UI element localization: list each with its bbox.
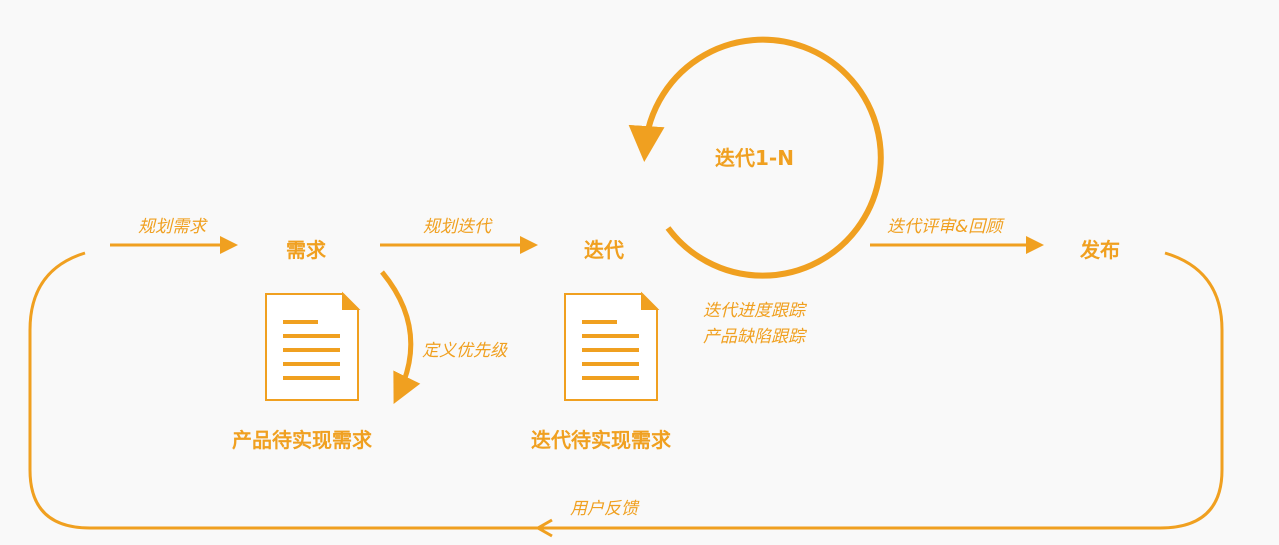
label-plan-iteration: 规划迭代: [423, 217, 491, 237]
label-feedback: 用户反馈: [570, 499, 638, 519]
feedback-loop-left: [28, 251, 548, 530]
feedback-arrowhead: [534, 518, 553, 538]
label-progress-tracking: 迭代进度跟踪: [703, 301, 805, 321]
node-release: 发布: [1080, 238, 1120, 262]
label-product-backlog: 产品待实现需求: [232, 428, 372, 452]
node-iteration: 迭代: [584, 238, 624, 262]
document-icon-product: [265, 291, 361, 401]
feedback-loop-right: [548, 251, 1224, 530]
arrow-prioritize: [380, 270, 421, 404]
node-iteration-loop: 迭代1-N: [715, 146, 794, 170]
document-icon-iteration: [564, 291, 660, 401]
label-review: 迭代评审&回顾: [887, 217, 1003, 237]
label-defect-tracking: 产品缺陷跟踪: [703, 327, 805, 347]
label-iteration-backlog: 迭代待实现需求: [531, 428, 671, 452]
iteration-loop-arrow: [628, 36, 884, 279]
label-prioritize: 定义优先级: [422, 341, 507, 361]
label-plan-requirement: 规划需求: [138, 217, 206, 237]
node-requirement: 需求: [286, 238, 326, 262]
